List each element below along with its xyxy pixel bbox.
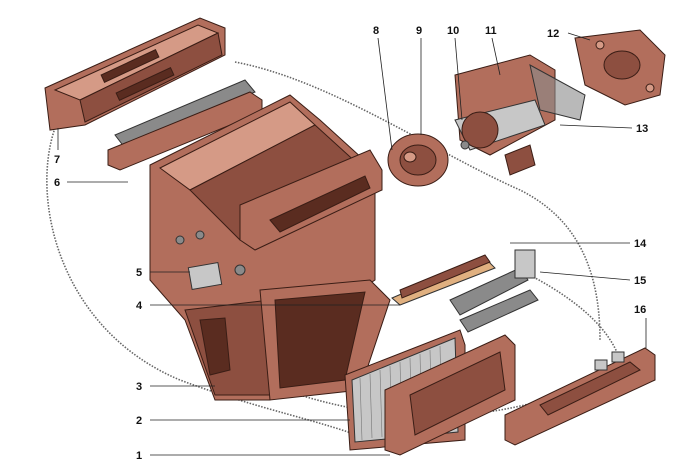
control-panel: [504, 347, 656, 446]
callout-14: 14: [634, 238, 647, 250]
callout-4: 4: [136, 300, 143, 312]
callout-6: 6: [54, 177, 60, 189]
callout-12: 12: [547, 28, 559, 40]
callout-11: 11: [485, 25, 497, 37]
cable-top-arc: [234, 61, 601, 341]
lever-bracket: [175, 230, 246, 291]
callout-15: 15: [634, 275, 646, 287]
heater-radiator: [344, 329, 516, 456]
blower-motor: [454, 54, 586, 176]
leader-lines: [57, 32, 647, 456]
heater-housing: [149, 94, 391, 401]
callout-16: 16: [634, 304, 646, 316]
callout-3: 3: [136, 381, 142, 393]
distribution-cover: [44, 17, 226, 131]
callout-13: 13: [636, 123, 648, 135]
callout-2: 2: [136, 415, 142, 427]
callout-5: 5: [136, 267, 142, 279]
callout-8: 8: [373, 25, 379, 37]
coolant-tap: [449, 249, 539, 333]
callout-labels: 1 2 3 4 5 6 7 8 9 10 11 12 13 14 15 16: [54, 25, 648, 462]
cable-left-loop: [46, 127, 371, 441]
callout-1: 1: [136, 450, 142, 462]
callout-10: 10: [447, 25, 459, 37]
cable-right-arc: [519, 269, 621, 361]
fan-impeller: [387, 133, 449, 187]
cabin-filter: [391, 254, 496, 306]
motor-cover: [574, 29, 666, 106]
callout-9: 9: [416, 25, 422, 37]
callout-7: 7: [54, 154, 60, 166]
